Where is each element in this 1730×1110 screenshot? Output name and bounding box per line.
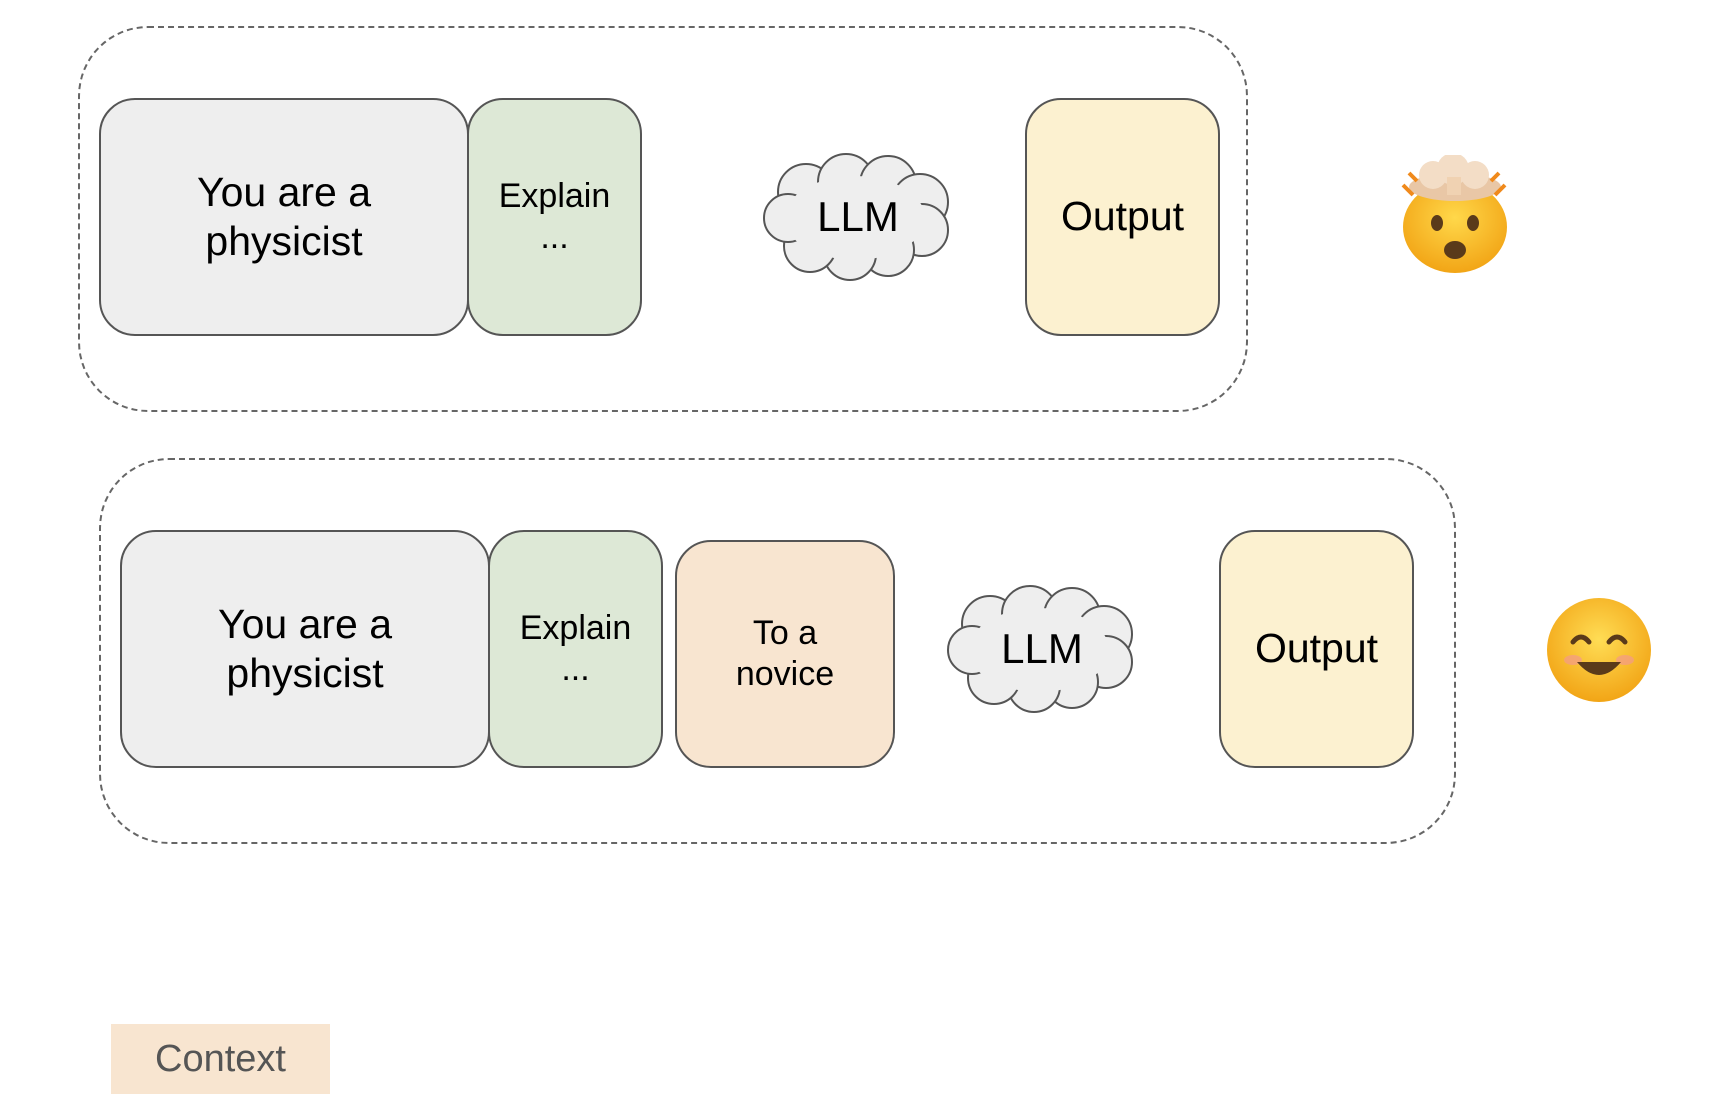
llm-cloud-1: LLM [758,152,958,282]
llm-label-1: LLM [817,193,899,240]
task-box-2: Explain ... [488,530,663,768]
output-box-2: Output [1219,530,1414,768]
head-exploding-emoji [1395,153,1515,275]
legend-context: Context [111,1024,330,1094]
llm-label-2: LLM [1001,625,1083,672]
role-box-2: You are a physicist [120,530,490,768]
role-box-1: You are a physicist [99,98,469,336]
llm-cloud-2: LLM [942,584,1142,714]
cloud-icon [947,585,1133,713]
audience-box: To a novice [675,540,895,768]
task-box-1: Explain ... [467,98,642,336]
smiling-face-emoji [1545,596,1653,704]
output-box-1: Output [1025,98,1220,336]
context-group-1 [78,26,1248,412]
context-group-2 [99,458,1456,844]
cloud-icon [763,153,949,281]
